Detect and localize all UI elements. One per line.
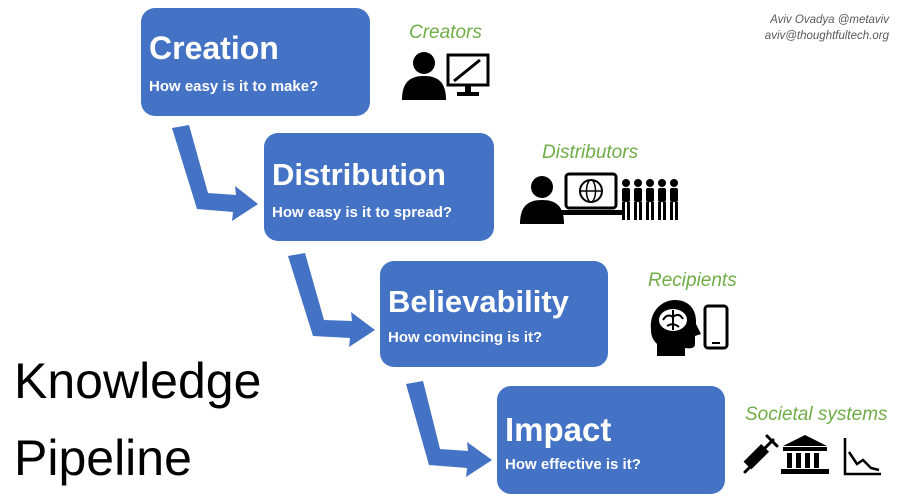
declining-chart-icon <box>843 438 881 476</box>
step-question: How easy is it to spread? <box>272 204 453 221</box>
phone-icon <box>703 304 729 350</box>
computer-drawing-icon <box>446 53 490 96</box>
step-question: How effective is it? <box>505 456 641 473</box>
step-title: Believability <box>388 284 569 319</box>
step-question: How easy is it to make? <box>149 78 319 95</box>
actor-societal-systems: Societal systems <box>745 404 888 425</box>
title-line-2: Pipeline <box>14 430 192 486</box>
step-distribution: Distribution How easy is it to spread? <box>264 133 494 241</box>
laptop-globe-icon <box>560 172 622 215</box>
step-title: Creation <box>149 30 279 66</box>
actor-creators: Creators <box>409 22 482 43</box>
brain-head-icon <box>650 300 701 356</box>
syringe-icon <box>743 434 779 474</box>
step-believability: Believability How convincing is it? <box>380 261 608 367</box>
recipients-icons <box>645 300 730 356</box>
societal-icons <box>743 434 883 476</box>
credit-email: aviv@thoughtfultech.org <box>764 30 889 42</box>
actor-distributors: Distributors <box>542 142 639 163</box>
person-icon <box>402 52 446 100</box>
credit: Aviv Ovadya @metaviv aviv@thoughtfultech… <box>765 12 889 44</box>
institution-icon <box>781 435 829 474</box>
creators-icons <box>402 48 492 100</box>
arrow-believability-to-impact <box>406 381 492 477</box>
person-icon <box>520 176 564 224</box>
title-line-1: Knowledge <box>14 353 262 409</box>
step-title: Impact <box>505 411 612 448</box>
actor-recipients: Recipients <box>648 270 737 291</box>
credit-author: Aviv Ovadya @metaviv <box>770 14 889 26</box>
arrow-distribution-to-believability <box>288 253 375 347</box>
step-creation: Creation How easy is it to make? <box>141 8 370 116</box>
step-title: Distribution <box>272 157 446 192</box>
arrow-creation-to-distribution <box>172 125 258 221</box>
crowd-icon <box>622 179 678 220</box>
distributors-icons <box>520 172 680 224</box>
step-question: How convincing is it? <box>388 329 543 346</box>
step-impact: Impact How effective is it? <box>497 386 725 494</box>
